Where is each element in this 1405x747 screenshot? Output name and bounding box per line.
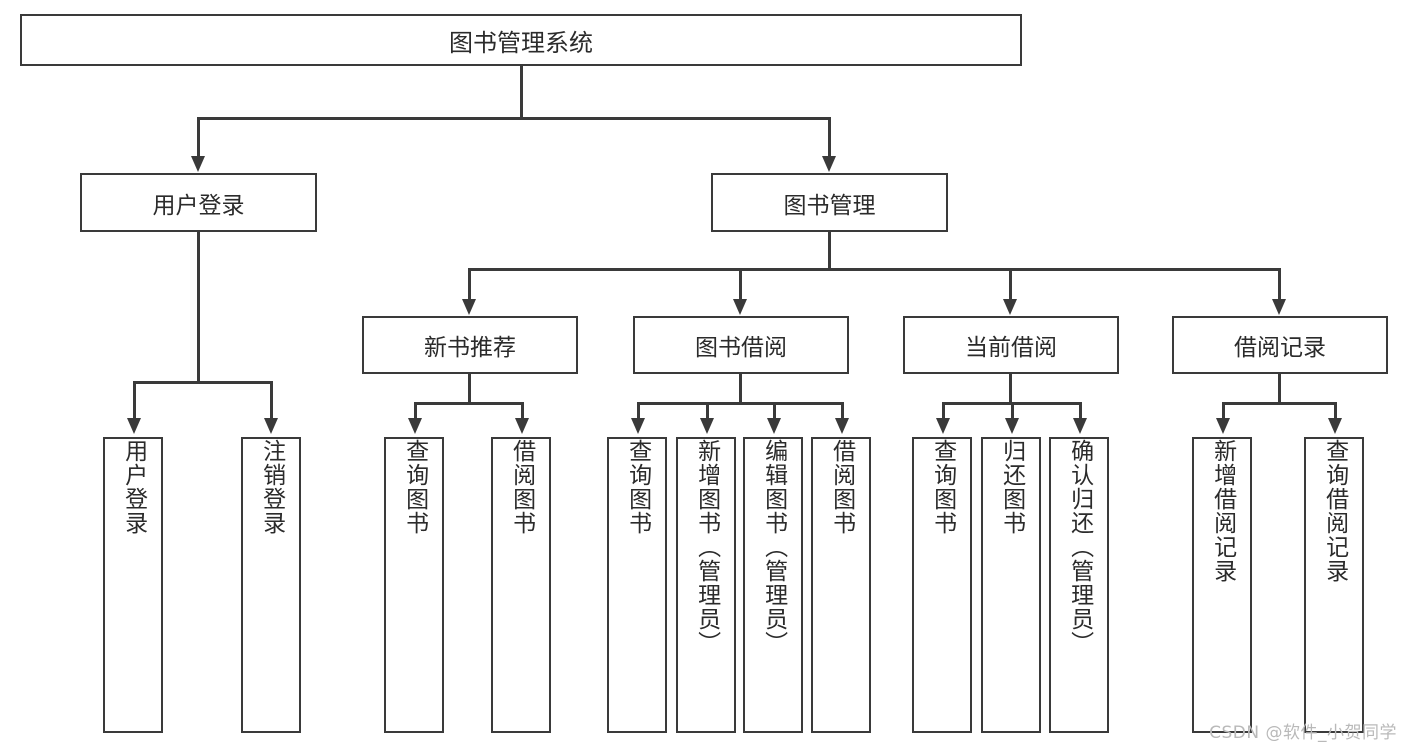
connector-drop-leaf-logout <box>270 381 273 420</box>
leaf-return-book[interactable]: 归还图书 <box>981 437 1041 733</box>
arrow-to-bb-leaf-3 <box>767 418 781 434</box>
node-label: 用户登录 <box>152 192 245 219</box>
leaf-label: 用户登录 <box>120 439 147 535</box>
connector-drop-bb-leaf-4 <box>841 402 844 420</box>
node-new-book-recommendation[interactable]: 新书推荐 <box>362 316 578 374</box>
connector-user-login-stem <box>197 232 200 383</box>
arrow-to-user-login <box>191 156 205 172</box>
node-current-borrowing[interactable]: 当前借阅 <box>903 316 1119 374</box>
leaf-label: 查询借阅记录 <box>1321 439 1348 583</box>
arrow-to-bb-leaf-4 <box>835 418 849 434</box>
arrow-to-br-leaf-1 <box>1216 418 1230 434</box>
connector-drop-nb-leaf-1 <box>414 402 417 420</box>
connector-drop-book-management <box>828 117 831 159</box>
connector-level3-bus <box>468 268 1281 271</box>
connector-drop-bb-leaf-1 <box>637 402 640 420</box>
connector-borrow-record-bus <box>1222 402 1337 405</box>
leaf-label: 查询图书 <box>624 439 651 535</box>
leaf-add-book-admin[interactable]: 新增图书（管理员） <box>676 437 736 733</box>
connector-drop-bb-leaf-3 <box>773 402 776 420</box>
arrow-to-cb-leaf-3 <box>1073 418 1087 434</box>
node-user-login[interactable]: 用户登录 <box>80 173 317 232</box>
node-label: 图书借阅 <box>695 335 787 361</box>
leaf-query-book-borrow[interactable]: 查询图书 <box>607 437 667 733</box>
leaf-query-book-current[interactable]: 查询图书 <box>912 437 972 733</box>
connector-drop-current-borrow <box>1009 268 1012 301</box>
node-book-borrowing[interactable]: 图书借阅 <box>633 316 849 374</box>
arrow-to-book-management <box>822 156 836 172</box>
arrow-to-nb-leaf-2 <box>515 418 529 434</box>
arrow-to-bb-leaf-1 <box>631 418 645 434</box>
leaf-label: 查询图书 <box>401 439 428 535</box>
node-label: 图书管理系统 <box>449 28 593 57</box>
leaf-label: 借阅图书 <box>828 439 855 535</box>
connector-current-borrow-stem <box>1009 374 1012 404</box>
connector-drop-leaf-user-login <box>133 381 136 420</box>
node-label: 当前借阅 <box>965 335 1057 361</box>
connector-borrow-book-bus <box>637 402 844 405</box>
connector-borrow-book-stem <box>739 374 742 404</box>
leaf-label: 查询图书 <box>929 439 956 535</box>
arrow-to-borrow-book <box>733 299 747 315</box>
leaf-label: 注销登录 <box>258 439 285 535</box>
leaf-label: 确认归还（管理员） <box>1066 439 1093 655</box>
arrow-to-bb-leaf-2 <box>700 418 714 434</box>
leaf-logout[interactable]: 注销登录 <box>241 437 301 733</box>
connector-user-login-bus <box>133 381 273 384</box>
node-borrowing-records[interactable]: 借阅记录 <box>1172 316 1388 374</box>
leaf-label: 编辑图书（管理员） <box>760 439 787 655</box>
connector-drop-cb-leaf-1 <box>942 402 945 420</box>
arrow-to-cb-leaf-1 <box>936 418 950 434</box>
connector-drop-nb-leaf-2 <box>521 402 524 420</box>
connector-new-book-bus <box>414 402 524 405</box>
arrow-to-nb-leaf-1 <box>408 418 422 434</box>
connector-drop-user-login <box>197 117 200 159</box>
arrow-to-cb-leaf-2 <box>1005 418 1019 434</box>
node-label: 新书推荐 <box>424 335 516 361</box>
connector-level2-bus <box>197 117 830 120</box>
leaf-query-borrow-record[interactable]: 查询借阅记录 <box>1304 437 1364 733</box>
leaf-label: 归还图书 <box>998 439 1025 535</box>
leaf-label: 借阅图书 <box>508 439 535 535</box>
connector-drop-cb-leaf-2 <box>1011 402 1014 420</box>
node-root-book-management-system[interactable]: 图书管理系统 <box>20 14 1022 66</box>
arrow-to-borrow-record <box>1272 299 1286 315</box>
connector-drop-cb-leaf-3 <box>1079 402 1082 420</box>
leaf-borrow-book[interactable]: 借阅图书 <box>811 437 871 733</box>
node-label: 借阅记录 <box>1234 335 1326 361</box>
leaf-edit-book-admin[interactable]: 编辑图书（管理员） <box>743 437 803 733</box>
connector-drop-borrow-book <box>739 268 742 301</box>
connector-drop-new-book <box>468 268 471 301</box>
connector-new-book-stem <box>468 374 471 404</box>
leaf-add-borrow-record[interactable]: 新增借阅记录 <box>1192 437 1252 733</box>
leaf-borrow-book-new[interactable]: 借阅图书 <box>491 437 551 733</box>
leaf-user-login[interactable]: 用户登录 <box>103 437 163 733</box>
node-book-management[interactable]: 图书管理 <box>711 173 948 232</box>
connector-root-stem <box>520 66 523 119</box>
leaf-query-book-new[interactable]: 查询图书 <box>384 437 444 733</box>
connector-book-management-stem <box>828 232 831 270</box>
connector-drop-br-leaf-2 <box>1334 402 1337 420</box>
connector-borrow-record-stem <box>1278 374 1281 404</box>
leaf-label: 新增借阅记录 <box>1209 439 1236 583</box>
connector-drop-borrow-record <box>1278 268 1281 301</box>
leaf-label: 新增图书（管理员） <box>693 439 720 655</box>
arrow-to-br-leaf-2 <box>1328 418 1342 434</box>
arrow-to-current-borrow <box>1003 299 1017 315</box>
connector-drop-br-leaf-1 <box>1222 402 1225 420</box>
node-label: 图书管理 <box>783 192 876 219</box>
arrow-to-leaf-logout <box>264 418 278 434</box>
arrow-to-leaf-user-login <box>127 418 141 434</box>
connector-drop-bb-leaf-2 <box>706 402 709 420</box>
leaf-confirm-return-admin[interactable]: 确认归还（管理员） <box>1049 437 1109 733</box>
arrow-to-new-book <box>462 299 476 315</box>
